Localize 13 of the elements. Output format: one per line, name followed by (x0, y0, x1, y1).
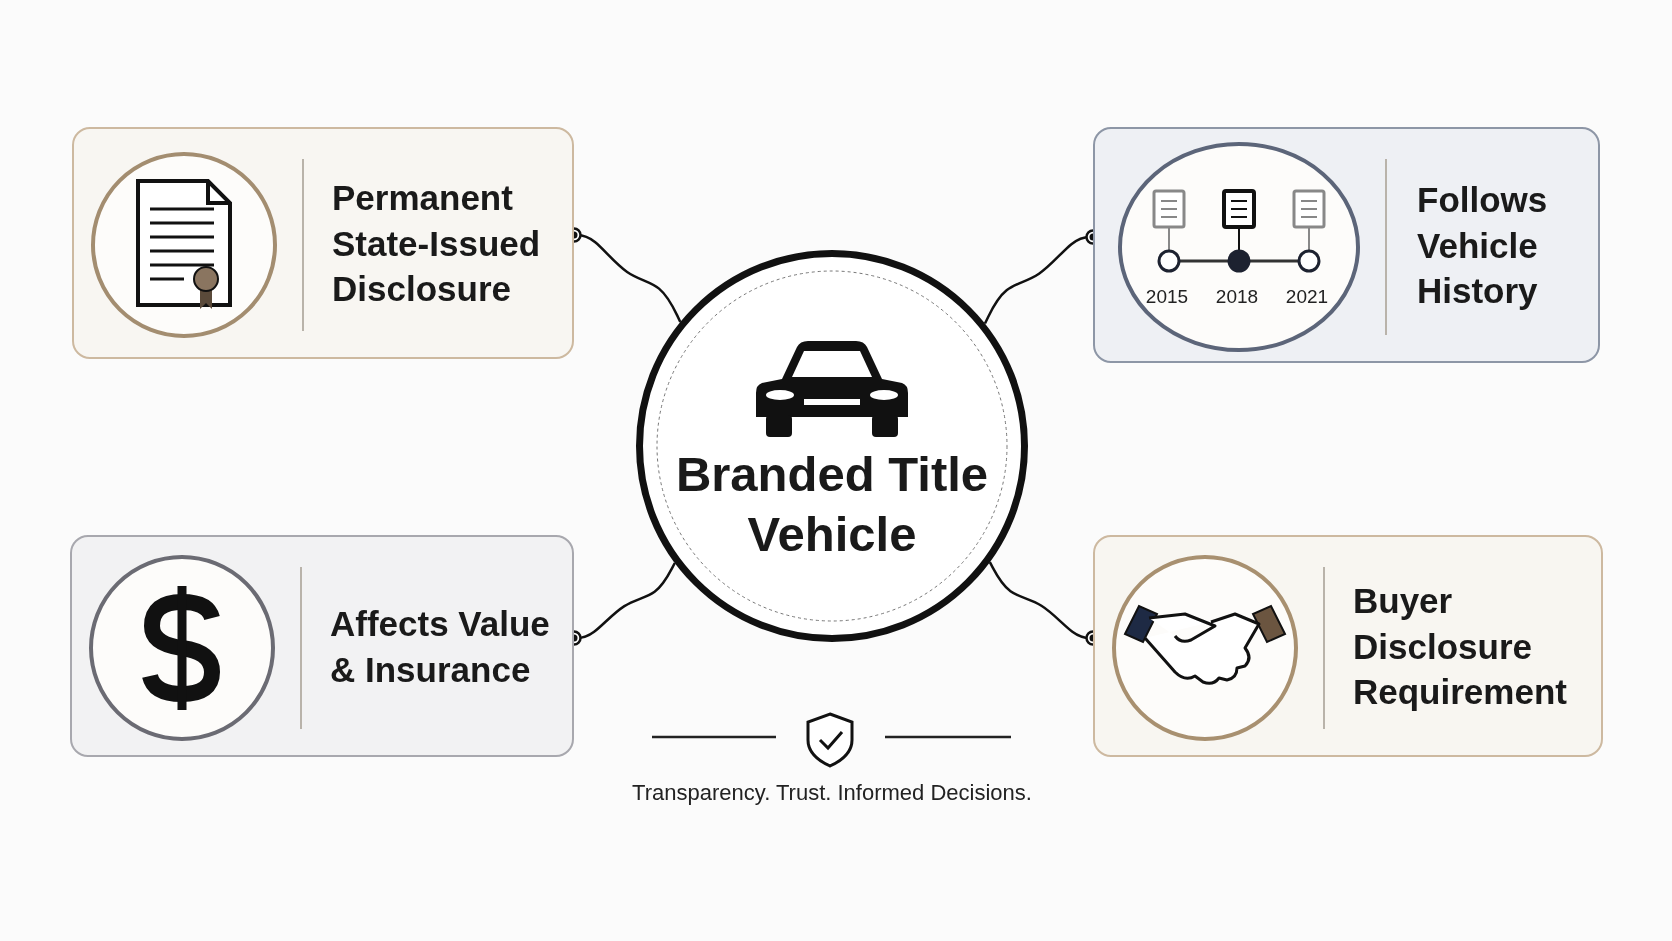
card-title: Follows Vehicle History (1417, 178, 1549, 312)
feature-card (72, 127, 574, 359)
card-title: Buyer Disclosure Requirement (1353, 579, 1568, 713)
tagline: Transparency. Trust. Informed Decisions. (631, 780, 1033, 806)
year-label: 2015 (1144, 286, 1190, 308)
card-title: Affects Value & Insurance (330, 602, 551, 690)
feature-card (70, 535, 574, 757)
year-label: 2021 (1284, 286, 1330, 308)
hub-title: Branded Title Vehicle (674, 446, 990, 563)
feature-card (1093, 127, 1600, 363)
year-label: 2018 (1214, 286, 1260, 308)
card-title: Permanent State-Issued Disclosure (332, 176, 542, 310)
feature-card (1093, 535, 1603, 757)
